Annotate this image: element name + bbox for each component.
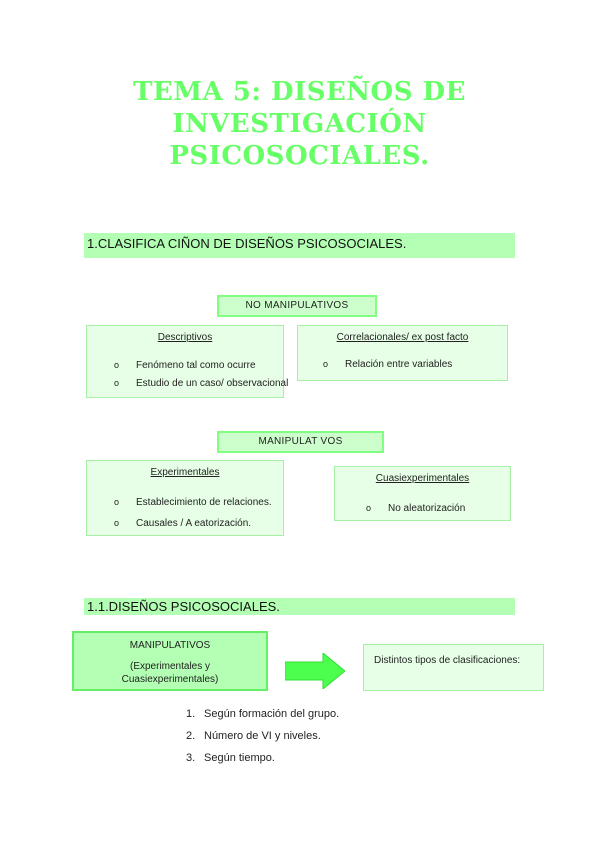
list-item: 3.Según tiempo. bbox=[186, 752, 275, 764]
bullet-marker: o bbox=[114, 378, 120, 388]
experimentales-heading: Experimentales bbox=[150, 467, 220, 478]
bullet-marker: o bbox=[114, 360, 120, 370]
title-line-3: PSICOSOCIALES. bbox=[169, 141, 430, 171]
bullet-marker: o bbox=[323, 359, 329, 369]
no-manipulativos-label: NO MANIPULATIVOS bbox=[217, 295, 377, 317]
manipulativos-box-line-1: MANIPULATIVOS bbox=[129, 640, 211, 651]
manipulativos-box-line-3: Cuasiexperimentales) bbox=[121, 674, 219, 685]
correlacionales-heading: Correlacionales/ ex post facto bbox=[336, 332, 469, 343]
clasificaciones-text: Distintos tipos de clasificaciones: bbox=[374, 655, 521, 666]
title-line-1: TEMA 5: DISEÑOS DE bbox=[133, 77, 466, 107]
bullet-marker: o bbox=[114, 497, 120, 507]
descriptivos-box: Descriptivos bbox=[86, 325, 284, 398]
manipulativos-box: MANIPULATIVOS (Experimentales y Cuasiexp… bbox=[72, 631, 268, 691]
right-arrow-icon bbox=[285, 653, 345, 689]
clasificaciones-list: 1.Según formación del grupo. 2.Número de… bbox=[186, 708, 339, 774]
clasificaciones-box: Distintos tipos de clasificaciones: bbox=[363, 644, 544, 691]
page-title: TEMA 5: DISEÑOS DE INVESTIGACIÓN PSICOSO… bbox=[0, 76, 599, 172]
bullet-marker: o bbox=[114, 518, 120, 528]
cuasiexperimentales-heading: Cuasiexperimentales bbox=[375, 473, 470, 484]
descriptivos-heading: Descriptivos bbox=[157, 332, 213, 343]
bullet-marker: o bbox=[366, 503, 372, 513]
section-2-heading: 1.1.DISEÑOS PSICOSOCIALES. bbox=[84, 598, 515, 615]
experimentales-box: Experimentales bbox=[86, 460, 284, 536]
list-item: 2.Número de VI y niveles. bbox=[186, 730, 321, 742]
list-item: 1.Según formación del grupo. bbox=[186, 708, 340, 720]
title-line-2: INVESTIGACIÓN bbox=[172, 109, 427, 139]
correlacionales-box: Correlacionales/ ex post facto bbox=[297, 325, 508, 381]
manipulativos-label: MANIPULAT VOS bbox=[217, 431, 384, 453]
manipulativos-box-line-2: (Experimentales y bbox=[129, 661, 211, 672]
section-1-heading: 1.CLASIFICA CIÑON DE DISEÑOS PSICOSOCIAL… bbox=[84, 233, 515, 258]
cuasiexperimentales-box: Cuasiexperimentales bbox=[334, 466, 511, 521]
